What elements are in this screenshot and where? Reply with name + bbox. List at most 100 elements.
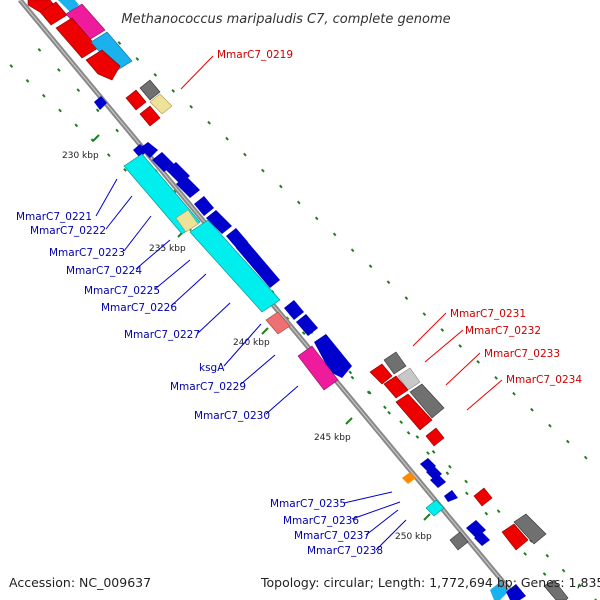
gc-dot [577, 583, 582, 588]
gc-dot [494, 375, 498, 380]
gene-label[interactable]: MmarC7_0235 [270, 498, 346, 510]
gene-feature[interactable] [425, 427, 445, 447]
gene-label[interactable]: MmarC7_0229 [170, 381, 246, 393]
gene-feature[interactable] [397, 367, 421, 391]
gene-label[interactable]: MmarC7_0221 [16, 211, 92, 223]
gc-dot [448, 464, 452, 469]
gc-dot [153, 73, 158, 77]
gene-feature[interactable] [85, 49, 121, 81]
gene-label[interactable]: MmarC7_0236 [283, 515, 359, 527]
gene-feature[interactable] [94, 96, 107, 110]
gene-feature[interactable] [543, 579, 569, 600]
gc-dot [350, 248, 355, 253]
gene-label[interactable]: MmarC7_0224 [66, 265, 142, 277]
gc-dot [464, 479, 468, 484]
gene-label[interactable]: MmarC7_0225 [84, 285, 160, 297]
gene-label[interactable]: ksgA [199, 362, 225, 374]
gene-feature[interactable] [473, 487, 493, 507]
gene-label[interactable]: MmarC7_0232 [465, 325, 541, 337]
gc-dot [445, 471, 450, 476]
gene-label[interactable]: MmarC7_0233 [484, 348, 560, 360]
gene-feature[interactable] [409, 383, 445, 419]
gene-label[interactable]: MmarC7_0219 [217, 49, 293, 61]
gene-label[interactable]: MmarC7_0238 [307, 545, 383, 557]
gc-dot [58, 108, 62, 113]
gc-dot [431, 449, 436, 454]
gene-label[interactable]: MmarC7_0223 [49, 247, 125, 259]
gene-feature[interactable] [402, 472, 416, 484]
label-leaders [95, 55, 503, 551]
gene-feature[interactable] [123, 153, 201, 235]
gene-feature[interactable] [139, 105, 161, 127]
gene-label[interactable]: MmarC7_0227 [124, 329, 200, 341]
tick-label-240: 240 kbp [233, 338, 270, 348]
gc-dot [76, 88, 81, 93]
gene-feature[interactable] [194, 196, 214, 216]
gene-label[interactable]: MmarC7_0226 [101, 302, 177, 314]
gene-feature[interactable] [236, 240, 280, 288]
tick-label-235: 235 kbp [149, 244, 186, 254]
gene-label[interactable]: MmarC7_0237 [294, 530, 370, 542]
gc-dot [426, 451, 430, 455]
gene-feature[interactable] [383, 351, 407, 375]
gene-feature[interactable] [369, 363, 393, 385]
gc-dot [548, 423, 552, 428]
gene-label[interactable]: MmarC7_0234 [506, 374, 582, 386]
gc-dot [561, 568, 566, 573]
gene-feature[interactable] [176, 176, 200, 198]
genome-info-text: Topology: circular; Length: 1,772,694 bp… [261, 575, 600, 590]
gc-dot [74, 123, 79, 128]
gene-labels: MmarC7_0219 MmarC7_0221 MmarC7_0222 Mmar… [16, 49, 582, 557]
gc-dot [332, 232, 337, 237]
gc-dot [115, 128, 119, 133]
gene-feature[interactable] [189, 219, 281, 313]
gene-features [27, 0, 569, 600]
gene-feature[interactable] [206, 210, 232, 234]
gc-dot [458, 344, 463, 348]
gene-feature[interactable] [297, 345, 339, 391]
gene-feature[interactable] [501, 523, 529, 551]
gene-feature[interactable] [449, 531, 469, 551]
gc-dot [465, 491, 469, 496]
gene-feature[interactable] [175, 209, 199, 233]
gene-feature[interactable] [265, 311, 291, 335]
gene-feature[interactable] [383, 375, 409, 399]
gc-dot [583, 455, 588, 460]
gc-dot [512, 391, 516, 396]
gene-feature[interactable] [490, 582, 508, 600]
gene-feature[interactable] [314, 334, 352, 378]
gc-dot [9, 64, 14, 68]
tick-label-250: 250 kbp [395, 532, 432, 542]
gene-label[interactable]: MmarC7_0231 [450, 308, 526, 320]
gc-dot [368, 264, 373, 269]
gene-feature[interactable] [140, 142, 158, 158]
gc-dot [207, 120, 211, 125]
gc-dot [422, 312, 427, 316]
gene-feature[interactable] [474, 532, 490, 546]
gene-feature[interactable] [395, 393, 433, 431]
gc-dot [440, 328, 445, 332]
gene-feature[interactable] [152, 152, 174, 172]
gene-label[interactable]: MmarC7_0222 [30, 225, 106, 237]
gc-dot [57, 68, 61, 72]
gene-label[interactable]: MmarC7_0230 [194, 410, 270, 422]
gc-dot [123, 168, 127, 172]
gene-feature[interactable] [506, 584, 526, 600]
gc-dot [399, 420, 403, 425]
gene-feature[interactable] [444, 490, 458, 502]
gc-dot [279, 184, 283, 189]
gene-feature[interactable] [139, 79, 161, 101]
gc-dot [386, 280, 391, 285]
gene-feature[interactable] [430, 474, 446, 488]
gc-dot [243, 152, 247, 157]
gc-dot [225, 136, 229, 141]
gene-feature[interactable] [425, 499, 445, 517]
gene-feature[interactable] [149, 93, 173, 115]
gene-feature[interactable] [125, 89, 147, 111]
gc-dot [106, 153, 111, 157]
gene-feature[interactable] [513, 513, 547, 545]
gc-dot [171, 88, 176, 93]
gc-dot [530, 407, 534, 412]
gene-feature[interactable] [284, 300, 304, 320]
gene-feature[interactable] [296, 314, 318, 336]
